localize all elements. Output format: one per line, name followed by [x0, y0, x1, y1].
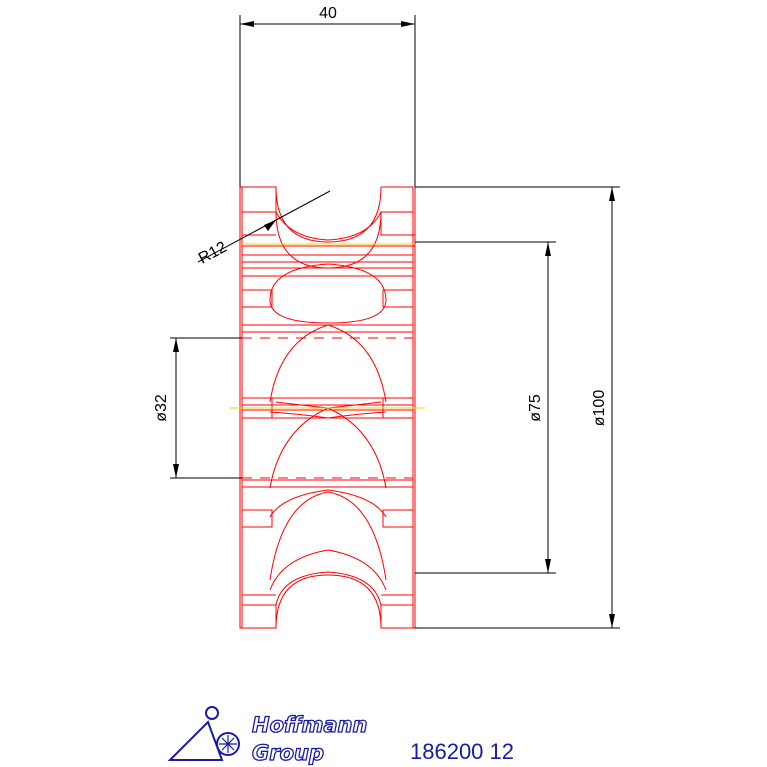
- logo-line1: Hoffmann: [252, 713, 367, 737]
- part-number: 186200 12: [410, 739, 514, 764]
- worker-icon: [167, 706, 240, 761]
- dimension-pitch: ø75: [415, 241, 556, 574]
- hoffmann-group-logo: Hoffmann Group: [167, 706, 368, 766]
- centerlines: [230, 243, 425, 409]
- dimension-width: 40: [239, 5, 416, 187]
- dimension-bore: ø32: [153, 337, 242, 479]
- dimension-outer-label: ø100: [591, 390, 608, 427]
- dimension-width-label: 40: [319, 5, 337, 22]
- dimension-pitch-label: ø75: [527, 394, 544, 422]
- part-outline: [239, 186, 416, 629]
- dimension-bore-label: ø32: [153, 394, 170, 422]
- dimension-radius: R12: [196, 190, 331, 268]
- logo-line2: Group: [252, 741, 324, 765]
- dimension-outer: ø100: [415, 186, 620, 629]
- dimension-radius-label: R12: [196, 239, 230, 268]
